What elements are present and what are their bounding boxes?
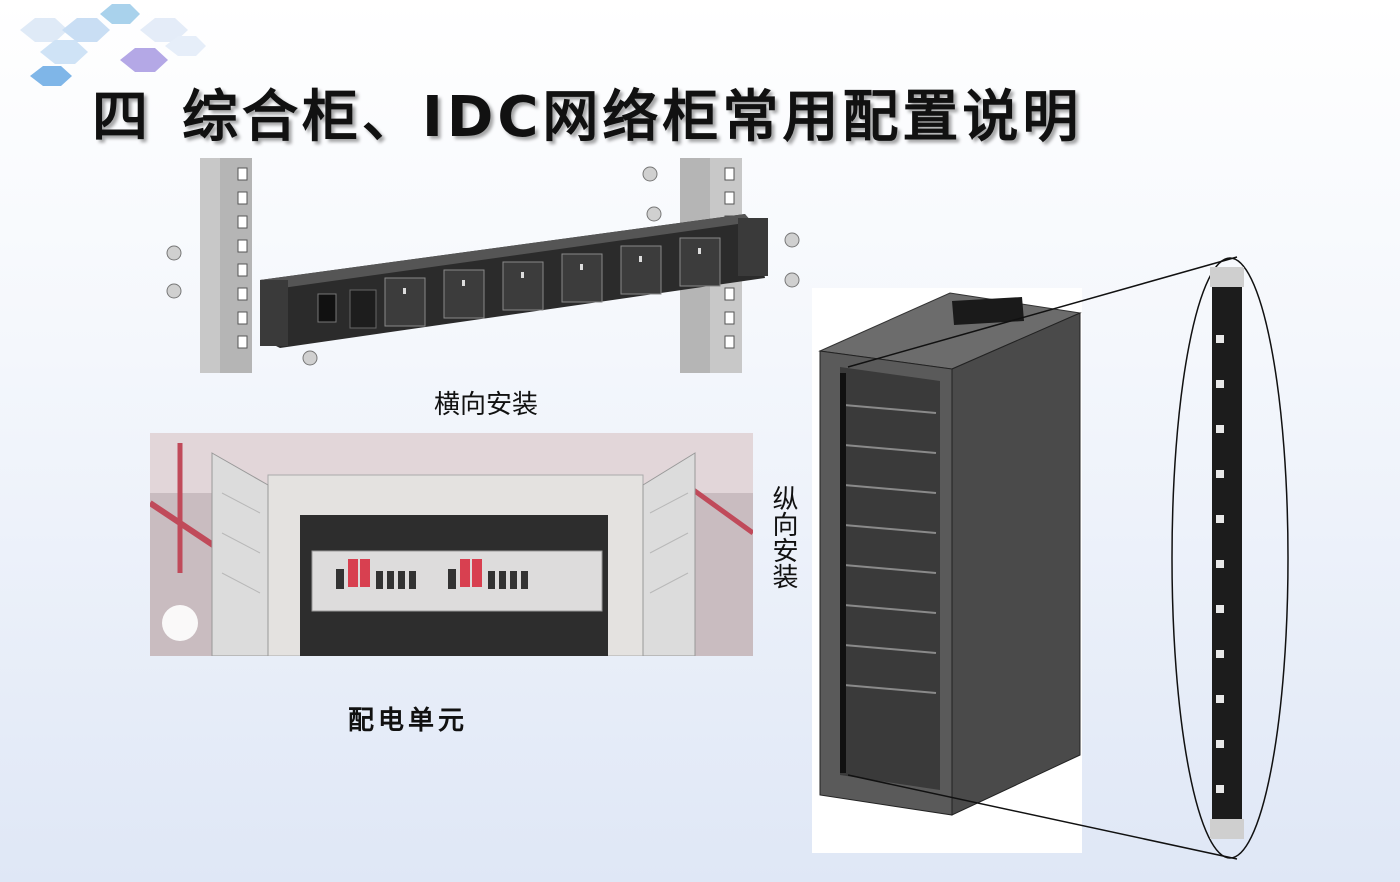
slide-title: 四综合柜、IDC网络柜常用配置说明 [92, 72, 1082, 153]
power-switch [317, 293, 337, 323]
hexagon-shape [165, 36, 206, 56]
zoomed-pdu-strip [1212, 267, 1242, 839]
hexagon-decoration [20, 4, 206, 86]
title-text: 综合柜、IDC网络柜常用配置说明 [182, 85, 1083, 150]
hexagon-shape [100, 4, 140, 24]
hexagon-shape [20, 18, 68, 42]
hexagon-shape [140, 18, 188, 42]
horizontal-pdu-image [166, 158, 800, 373]
pdu-sockets [384, 237, 721, 327]
distribution-unit-photo [150, 433, 753, 656]
hexagon-shape [62, 18, 110, 42]
right-door [642, 452, 696, 656]
distribution-unit-caption: 配电单元 [348, 706, 469, 736]
left-door [211, 452, 269, 656]
hexagon-shape [30, 66, 72, 86]
cabinet-vertical-pdu [840, 373, 846, 773]
horizontal-install-caption: 横向安装 [434, 390, 539, 420]
vertical-install-caption: 纵向安装 [768, 485, 798, 589]
title-number: 四 [92, 85, 152, 150]
zoomed-pdu-outlets [1216, 335, 1224, 793]
cabinet-side [951, 312, 1081, 816]
hexagon-shape [120, 48, 168, 72]
hexagon-shape [40, 40, 88, 64]
mounting-screws [166, 166, 800, 366]
zoom-ellipse [1171, 257, 1289, 859]
cabinet-vertical-pdu-image [812, 256, 1289, 860]
